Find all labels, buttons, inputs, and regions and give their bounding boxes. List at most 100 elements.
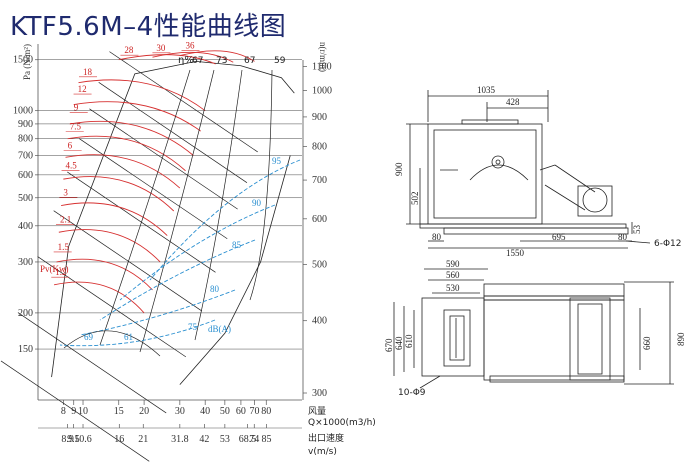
power-label: 6 (68, 141, 73, 151)
dim-half-width: 428 (506, 97, 520, 107)
flow-tick-label: 20 (139, 406, 149, 417)
velocity-unit: v(m/s) (308, 447, 337, 457)
left-tick-label: 400 (18, 221, 33, 232)
efficiency-curve (249, 69, 273, 301)
power-label: 9 (74, 103, 79, 113)
right-tick-label: 900 (312, 112, 327, 123)
dim-height-900: 900 (394, 162, 404, 176)
dim-670: 670 (384, 338, 394, 352)
velocity-tick-label: 31.8 (171, 434, 189, 445)
power-curve (118, 54, 216, 65)
bottom-blue-label: 69 (84, 332, 94, 342)
dim-560: 560 (446, 270, 460, 280)
top-hole-spec: 6-Φ12 (654, 239, 682, 249)
power-curve (73, 101, 201, 132)
efficiency-curve (139, 69, 215, 353)
dim-590: 590 (446, 259, 460, 269)
flow-tick-label: 30 (175, 406, 185, 417)
velocity-tick-label: 85 (261, 434, 271, 445)
noise-label: 75 (188, 322, 198, 332)
power-label: 30 (156, 43, 166, 53)
efficiency-envelope-arc (63, 330, 161, 357)
power-curve (179, 50, 255, 62)
power-curve (78, 79, 206, 112)
efficiency-value: 59 (274, 56, 286, 66)
speed-line (17, 312, 167, 414)
power-label: 18 (83, 67, 93, 77)
flow-tick-label: 60 (236, 406, 246, 417)
left-tick-label: 700 (18, 150, 33, 161)
flow-label: 风量 (308, 406, 326, 417)
left-tick-label: 1000 (13, 106, 33, 117)
power-axis-label: Pv(Kw) (40, 264, 69, 274)
right-tick-label: 300 (312, 388, 327, 399)
speed-line (98, 82, 248, 183)
flow-tick-label: 50 (220, 406, 230, 417)
left-tick-label: 150 (18, 344, 33, 355)
power-label: 1.2 (55, 267, 66, 277)
dim-height-502: 502 (410, 192, 420, 206)
velocity-tick-label: 53 (220, 434, 230, 445)
left-tick-label: 800 (18, 134, 33, 145)
right-tick-label: 400 (312, 316, 327, 327)
velocity-tick-label: 16 (114, 434, 124, 445)
flow-tick-label: 9 (71, 406, 76, 417)
flow-tick-label: 10 (78, 406, 88, 417)
left-tick-label: 200 (18, 308, 33, 319)
dim-640: 640 (394, 336, 404, 350)
noise-curve (79, 289, 236, 336)
speed-line (0, 360, 150, 462)
noise-curve (59, 319, 216, 347)
velocity-tick-label: 74 (249, 434, 259, 445)
efficiency-label: η% (178, 55, 194, 66)
right-tick-label: 1000 (312, 85, 332, 96)
velocity-tick-label: 68.5 (239, 434, 257, 445)
envelope-lower (179, 155, 291, 385)
left-axis-label: Pa (N/m²) (22, 44, 32, 80)
velocity-tick-label: 9.5 (67, 434, 80, 445)
noise-label: 95 (272, 156, 282, 166)
power-curve (56, 258, 153, 291)
right-tick-label: 1100 (312, 61, 332, 72)
power-curve (53, 281, 145, 314)
dim-width-overall: 1035 (477, 85, 496, 95)
page-title: KTF5.6M–4性能曲线图 (10, 12, 287, 42)
velocity-tick-label: 8.9 (61, 434, 74, 445)
flow-tick-label: 70 (250, 406, 260, 417)
dim-530: 530 (446, 283, 460, 293)
power-curve (61, 202, 168, 236)
power-curve (69, 120, 194, 156)
flow-tick-label: 8 (61, 406, 66, 417)
left-tick-label: 300 (18, 257, 33, 268)
flow-tick-label: 80 (261, 406, 271, 417)
efficiency-value: 67 (244, 56, 255, 66)
noise-label: 85 (232, 240, 242, 250)
power-curve (58, 229, 161, 263)
power-label: 7.5 (70, 122, 82, 132)
flow-unit: Q×1000(m3/h) (308, 418, 376, 428)
flow-tick-label: 40 (200, 406, 210, 417)
velocity-tick-label: 10.6 (74, 434, 92, 445)
left-tick-label: 500 (18, 193, 33, 204)
noise-curve (119, 204, 276, 301)
right-tick-label: 500 (312, 260, 327, 271)
dim-610: 610 (404, 334, 414, 348)
power-curve (63, 176, 175, 212)
right-axis-label: n(r/min) (318, 42, 328, 72)
left-tick-label: 900 (18, 119, 33, 130)
right-tick-label: 700 (312, 175, 327, 186)
noise-curve (149, 159, 301, 281)
flow-tick-label: 15 (114, 406, 124, 417)
bottom-blue-label: 61 (124, 332, 133, 342)
power-label: 36 (186, 41, 196, 51)
power-label: 12 (78, 84, 87, 94)
efficiency-curve (194, 69, 243, 341)
efficiency-value: 73 (216, 56, 227, 66)
left-tick-label: 1500 (13, 55, 33, 66)
speed-line (109, 51, 258, 153)
dim-695: 695 (552, 232, 566, 242)
noise-label: 90 (252, 198, 262, 208)
dim-base-1550: 1550 (506, 248, 525, 258)
front-view-drawing (393, 268, 674, 389)
